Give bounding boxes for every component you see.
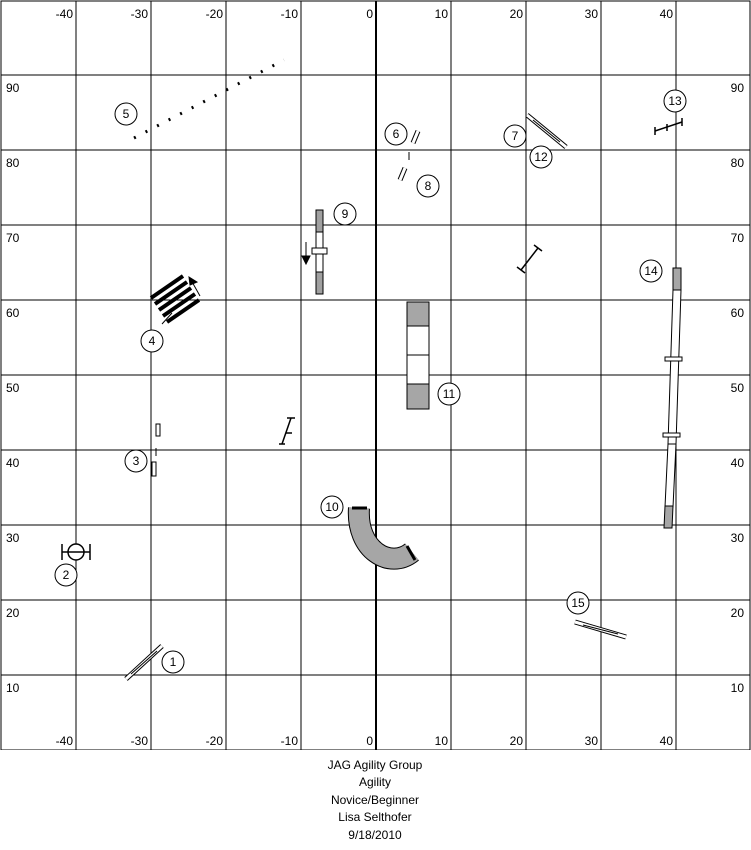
svg-text:12: 12 bbox=[534, 150, 548, 164]
x-tick-bottom: 40 bbox=[660, 734, 674, 748]
obstacle-10-tunnel[interactable] bbox=[347, 506, 419, 570]
course-info: JAG Agility Group Agility Novice/Beginne… bbox=[0, 750, 750, 849]
club-name: JAG Agility Group bbox=[327, 758, 423, 772]
number-5: 5 bbox=[114, 102, 138, 126]
y-tick-right: 80 bbox=[731, 156, 745, 170]
svg-text:10: 10 bbox=[325, 500, 339, 514]
number-4: 4 bbox=[140, 329, 164, 353]
svg-text:7: 7 bbox=[512, 129, 519, 143]
y-tick-left: 90 bbox=[6, 81, 20, 95]
obstacle-1-jump[interactable] bbox=[124, 644, 164, 681]
y-tick-left: 40 bbox=[6, 456, 20, 470]
svg-text:9: 9 bbox=[342, 207, 349, 221]
x-tick-top: 0 bbox=[366, 7, 373, 21]
svg-text:11: 11 bbox=[443, 387, 456, 401]
x-tick-bottom: 10 bbox=[435, 734, 449, 748]
svg-text:5: 5 bbox=[123, 107, 130, 121]
y-tick-left: 20 bbox=[6, 606, 20, 620]
svg-text:1: 1 bbox=[170, 655, 177, 669]
number-9: 9 bbox=[333, 202, 357, 226]
number-10: 10 bbox=[320, 495, 344, 519]
x-tick-bottom: 20 bbox=[510, 734, 524, 748]
number-7: 7 bbox=[503, 124, 527, 148]
number-2: 2 bbox=[54, 563, 78, 587]
number-1: 1 bbox=[161, 650, 185, 674]
obstacles bbox=[61, 58, 683, 681]
obstacle-5-jump[interactable] bbox=[133, 58, 285, 140]
svg-text:8: 8 bbox=[425, 179, 432, 193]
svg-text:6: 6 bbox=[393, 127, 400, 141]
obstacle-15-jump[interactable] bbox=[574, 619, 627, 640]
x-tick-top: 40 bbox=[660, 7, 674, 21]
course-map: -40 -40 -30 -30 -20 -20 -10 -10 0 0 10 10 20 20 30 30 40… bbox=[0, 0, 751, 750]
number-11: 11 bbox=[437, 382, 461, 406]
obstacle-jump-bar[interactable] bbox=[516, 244, 543, 274]
x-tick-bottom: 30 bbox=[585, 734, 599, 748]
obstacle-jump-small[interactable] bbox=[279, 417, 295, 445]
x-tick-top: -30 bbox=[131, 7, 149, 21]
svg-text:15: 15 bbox=[571, 596, 585, 610]
obstacle-13-jump[interactable] bbox=[654, 118, 683, 135]
y-tick-left: 50 bbox=[6, 381, 20, 395]
obstacle-6-jump[interactable] bbox=[408, 130, 421, 160]
x-tick-bottom: -30 bbox=[131, 734, 149, 748]
tick-labels: -40 -40 -30 -30 -20 -20 -10 -10 0 0 10 10 20 20 30 30 40… bbox=[6, 7, 744, 748]
x-tick-bottom: -20 bbox=[206, 734, 224, 748]
x-tick-top: -20 bbox=[206, 7, 224, 21]
x-tick-top: -10 bbox=[281, 7, 299, 21]
number-15: 15 bbox=[566, 591, 590, 615]
svg-text:14: 14 bbox=[644, 264, 658, 278]
y-tick-left: 80 bbox=[6, 156, 20, 170]
y-tick-right: 90 bbox=[731, 81, 745, 95]
y-tick-right: 10 bbox=[731, 681, 745, 695]
obstacle-3-jump[interactable] bbox=[151, 423, 161, 477]
obstacle-11-table[interactable] bbox=[406, 301, 430, 410]
y-tick-left: 10 bbox=[6, 681, 20, 695]
date: 9/18/2010 bbox=[348, 827, 402, 842]
number-8: 8 bbox=[416, 174, 440, 198]
x-tick-bottom: -40 bbox=[56, 734, 74, 748]
y-tick-right: 70 bbox=[731, 231, 745, 245]
level: Novice/Beginner bbox=[330, 792, 420, 807]
x-tick-bottom: 0 bbox=[366, 734, 373, 748]
event-name: Agility bbox=[358, 775, 391, 790]
obstacle-14-dogwalk[interactable] bbox=[662, 267, 683, 529]
svg-text:13: 13 bbox=[668, 94, 682, 108]
x-tick-top: -40 bbox=[56, 7, 74, 21]
y-tick-right: 60 bbox=[731, 306, 745, 320]
obstacle-9-teeter[interactable] bbox=[301, 209, 328, 295]
x-tick-top: 10 bbox=[435, 7, 449, 21]
x-tick-top: 20 bbox=[510, 7, 524, 21]
number-3: 3 bbox=[124, 449, 148, 473]
number-14: 14 bbox=[639, 259, 663, 283]
y-tick-left: 70 bbox=[6, 231, 20, 245]
obstacle-4-weave[interactable] bbox=[149, 274, 201, 325]
svg-text:2: 2 bbox=[63, 568, 70, 582]
obstacle-8-jump[interactable] bbox=[397, 167, 408, 181]
y-tick-left: 60 bbox=[6, 306, 20, 320]
number-6: 6 bbox=[384, 122, 408, 146]
svg-text:3: 3 bbox=[133, 454, 140, 468]
obstacle-numbers: 1 2 3 4 5 6 7 8 9 10 11 12 13 14 15 bbox=[54, 89, 687, 674]
number-13: 13 bbox=[663, 89, 687, 113]
y-tick-right: 30 bbox=[731, 531, 745, 545]
judge: Lisa Selthofer bbox=[338, 810, 412, 825]
x-tick-bottom: -10 bbox=[281, 734, 299, 748]
y-tick-right: 20 bbox=[731, 606, 745, 620]
obstacle-7-jump[interactable] bbox=[525, 113, 568, 149]
y-tick-right: 50 bbox=[731, 381, 745, 395]
number-12: 12 bbox=[529, 145, 553, 169]
obstacle-2-tire[interactable] bbox=[61, 543, 91, 561]
svg-text:4: 4 bbox=[149, 334, 156, 348]
x-tick-top: 30 bbox=[585, 7, 599, 21]
y-tick-left: 30 bbox=[6, 531, 20, 545]
y-tick-right: 40 bbox=[731, 456, 745, 470]
grid bbox=[0, 0, 751, 750]
